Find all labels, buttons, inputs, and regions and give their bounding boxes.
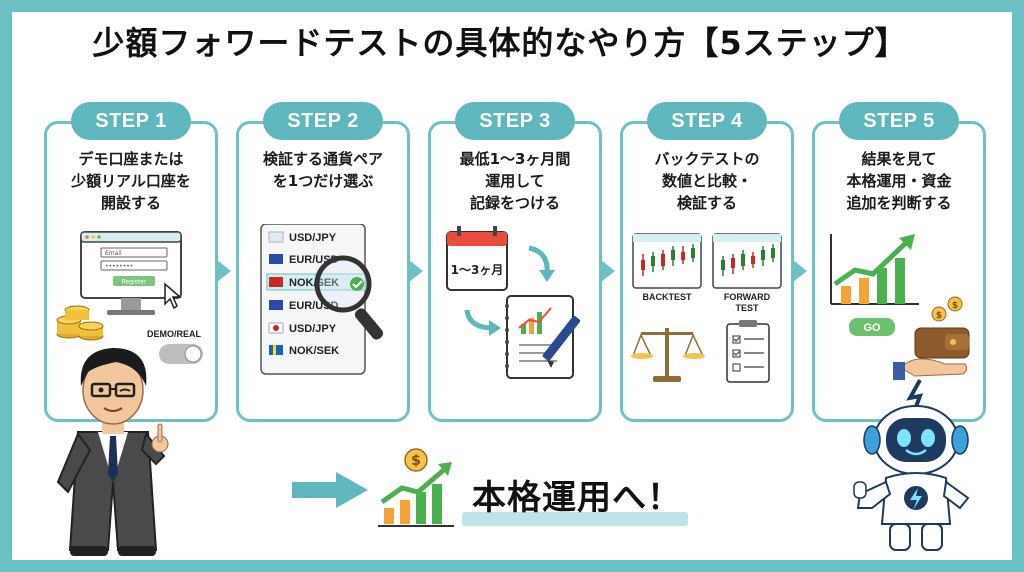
forward-label-line: FORWARD bbox=[724, 292, 771, 302]
toggle-label: DEMO/REAL bbox=[147, 329, 202, 339]
businessman-character bbox=[56, 348, 169, 556]
calendar-text: 1〜3ヶ月 bbox=[451, 263, 504, 277]
wallet-hand-icon bbox=[893, 327, 970, 380]
step-1-line: 開設する bbox=[100, 194, 161, 212]
step-5-line: 本格運用・資金 bbox=[846, 172, 952, 190]
magnifier-icon bbox=[314, 255, 384, 340]
step-2-text: 検証する通貨ペア を1つだけ選ぶ bbox=[245, 148, 401, 192]
page-title: 少額フォワードテストの具体的なやり方【5ステップ】 bbox=[92, 24, 908, 62]
register-button-text: Register bbox=[122, 279, 147, 286]
arrow-right-icon bbox=[292, 472, 368, 508]
step-5-text: 結果を見て 本格運用・資金 追加を判断する bbox=[821, 148, 977, 214]
step-1-badge: STEP 1 bbox=[71, 102, 191, 140]
svg-text:$: $ bbox=[952, 301, 958, 311]
backtest-label: BACKTEST bbox=[643, 292, 693, 302]
pair-label: USD/JPY bbox=[289, 323, 337, 335]
chevron-right-icon bbox=[793, 260, 807, 282]
dollar-coins-icon: $ $ bbox=[931, 296, 963, 322]
pair-label: USD/JPY bbox=[289, 232, 337, 244]
forward-test-chart-icon bbox=[712, 233, 782, 289]
calendar-icon: 1〜3ヶ月 bbox=[446, 226, 508, 291]
currency-pair-list-illustration: USD/JPY EUR/USD NOK/SEK EUR/USD USD/JPY … bbox=[260, 224, 384, 375]
pair-label-selected: NOK/SEK bbox=[289, 277, 339, 289]
step-4-line: バックテストの bbox=[654, 150, 760, 168]
svg-text:$: $ bbox=[411, 453, 421, 469]
step-card-2: 検証する通貨ペア を1つだけ選ぶ USD/JPY EUR/USD NOK/SEK… bbox=[236, 121, 410, 422]
text-highlight bbox=[462, 512, 688, 526]
step-5-line: 追加を判断する bbox=[846, 194, 952, 212]
password-field-text: •••••••• bbox=[105, 263, 133, 270]
step-card-3: 最低1〜3ヶ月間 運用して 記録をつける 1〜3ヶ月 bbox=[428, 121, 602, 422]
growth-dollar-chart-icon: $ bbox=[378, 448, 454, 527]
decision-illustration: GO $ $ bbox=[830, 234, 970, 380]
forward-label-line: TEST bbox=[735, 303, 759, 313]
step-3-text: 最低1〜3ヶ月間 運用して 記録をつける bbox=[437, 148, 593, 214]
step-2-badge: STEP 2 bbox=[263, 102, 383, 140]
step-4-line: 検証する bbox=[676, 194, 737, 212]
pair-label: NOK/SEK bbox=[289, 345, 339, 357]
compare-charts-illustration: BACKTEST FORWARD TEST bbox=[631, 233, 782, 383]
notebook-chart-icon bbox=[505, 295, 574, 379]
pen-icon bbox=[542, 315, 581, 368]
robot-character bbox=[853, 379, 970, 551]
step-card-1: デモ口座または 少額リアル口座を 開設する Email •••••••• Reg… bbox=[44, 121, 218, 422]
step-3-line: 記録をつける bbox=[469, 194, 560, 212]
step-4-text: バックテストの 数値と比較・ 検証する bbox=[629, 148, 785, 214]
conclusion-text: 本格運用へ！ bbox=[472, 478, 682, 518]
step-card-5: 結果を見て 本格運用・資金 追加を判断する GO $ $ bbox=[812, 121, 986, 422]
step-1-text: デモ口座または 少額リアル口座を 開設する bbox=[53, 148, 209, 214]
step-4-line: 数値と比較・ bbox=[661, 172, 752, 190]
balance-scale-icon bbox=[631, 328, 705, 382]
svg-text:$: $ bbox=[936, 311, 942, 321]
account-signup-illustration: Email •••••••• Register DEMO/REAL bbox=[56, 231, 203, 364]
chevron-right-icon bbox=[601, 260, 615, 282]
step-2-line: を1つだけ選ぶ bbox=[272, 172, 374, 190]
step-2-line: 検証する通貨ペア bbox=[262, 150, 383, 168]
backtest-chart-icon bbox=[632, 233, 702, 289]
step-3-line: 最低1〜3ヶ月間 bbox=[459, 150, 571, 168]
go-button-text: GO bbox=[863, 322, 881, 334]
step-5-line: 結果を見て bbox=[861, 150, 937, 168]
growth-chart-icon bbox=[830, 234, 919, 305]
step-4-badge: STEP 4 bbox=[647, 102, 767, 140]
record-keeping-illustration: 1〜3ヶ月 bbox=[446, 226, 581, 379]
step-3-line: 運用して bbox=[485, 172, 545, 190]
cursor-icon bbox=[164, 282, 183, 310]
step-1-line: デモ口座または bbox=[78, 150, 184, 168]
step-card-4: バックテストの 数値と比較・ 検証する BACKTEST bbox=[620, 121, 794, 422]
checklist-icon bbox=[726, 320, 770, 383]
email-field-text: Email bbox=[105, 250, 122, 257]
step-1-line: 少額リアル口座を bbox=[71, 172, 191, 190]
chevron-right-icon bbox=[217, 260, 231, 282]
go-button bbox=[849, 318, 895, 336]
step-3-badge: STEP 3 bbox=[455, 102, 575, 140]
coins-icon bbox=[56, 305, 104, 341]
step-5-badge: STEP 5 bbox=[839, 102, 959, 140]
chevron-right-icon bbox=[409, 260, 423, 282]
